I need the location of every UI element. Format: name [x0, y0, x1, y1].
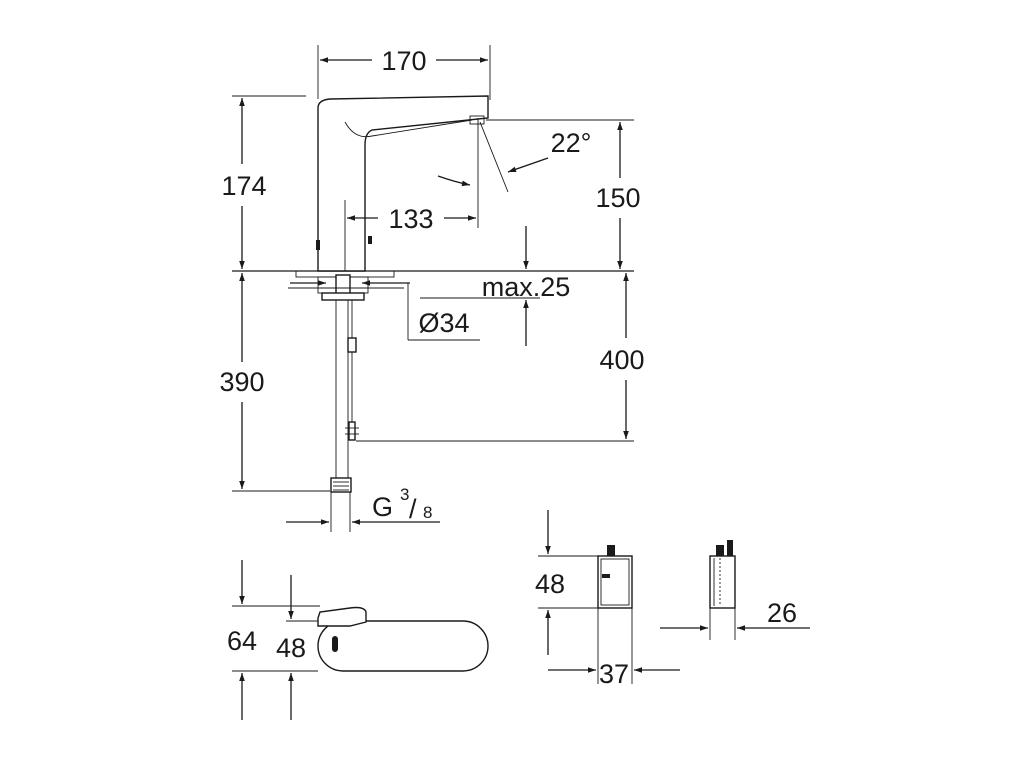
dim-outlet-height: 150 [486, 119, 641, 269]
dim-connection-thread: G 3 / 8 [286, 485, 440, 532]
dim-label-48-box: 48 [535, 569, 565, 599]
top-view-base [317, 620, 489, 672]
dim-reach: 133 [344, 118, 479, 271]
dim-label-34: Ø34 [418, 308, 469, 338]
mounting-stud [335, 274, 351, 296]
control-box-side-connector [716, 545, 724, 556]
spout-underside [344, 119, 473, 138]
dim-label-174: 174 [221, 171, 266, 201]
dim-label-g: G [372, 492, 393, 522]
hose-fitting [330, 477, 352, 493]
dim-label-22: 22° [551, 128, 592, 158]
top-view-spout [317, 606, 367, 627]
control-box-connector [607, 545, 615, 556]
faucet-side-view [232, 95, 634, 493]
dim-angle: 22° [437, 121, 592, 193]
dim-max-deck-thickness: max.25 [420, 226, 570, 346]
dim-label-max25: max.25 [482, 272, 571, 302]
faucet-top-view: 64 48 [227, 560, 489, 720]
sensor-dot [368, 236, 372, 244]
sensor-window [316, 240, 320, 250]
dim-label-133: 133 [388, 204, 433, 234]
dim-spout-length: 170 [317, 45, 491, 100]
dim-label-400: 400 [599, 345, 644, 375]
faucet-body [317, 95, 489, 272]
svg-text:/: / [409, 494, 417, 524]
dim-hose-length: 400 [356, 273, 645, 442]
dim-label-26: 26 [767, 598, 797, 628]
dim-label-64: 64 [227, 626, 257, 656]
mounting-nut [321, 292, 365, 301]
aerator [469, 115, 485, 125]
supply-hose [335, 299, 349, 479]
dim-label-g-den: 8 [423, 503, 432, 522]
dim-label-390: 390 [219, 367, 264, 397]
control-box-front: 48 37 [535, 510, 680, 689]
top-view-sensor [332, 636, 338, 652]
dim-height-above-deck: 174 [221, 95, 306, 269]
dim-below-deck: 390 [219, 273, 330, 492]
cable-connector [348, 421, 356, 441]
dim-label-g-num: 3 [400, 485, 409, 504]
dim-label-170: 170 [381, 46, 426, 76]
dim-label-48-top: 48 [276, 633, 306, 663]
dim-label-150: 150 [595, 183, 640, 213]
control-box-body [597, 555, 633, 609]
control-box-side: 26 [660, 540, 810, 640]
dim-label-37: 37 [599, 659, 629, 689]
dim-hole-diameter: Ø34 [290, 280, 480, 341]
cable-clip-upper [347, 337, 357, 353]
